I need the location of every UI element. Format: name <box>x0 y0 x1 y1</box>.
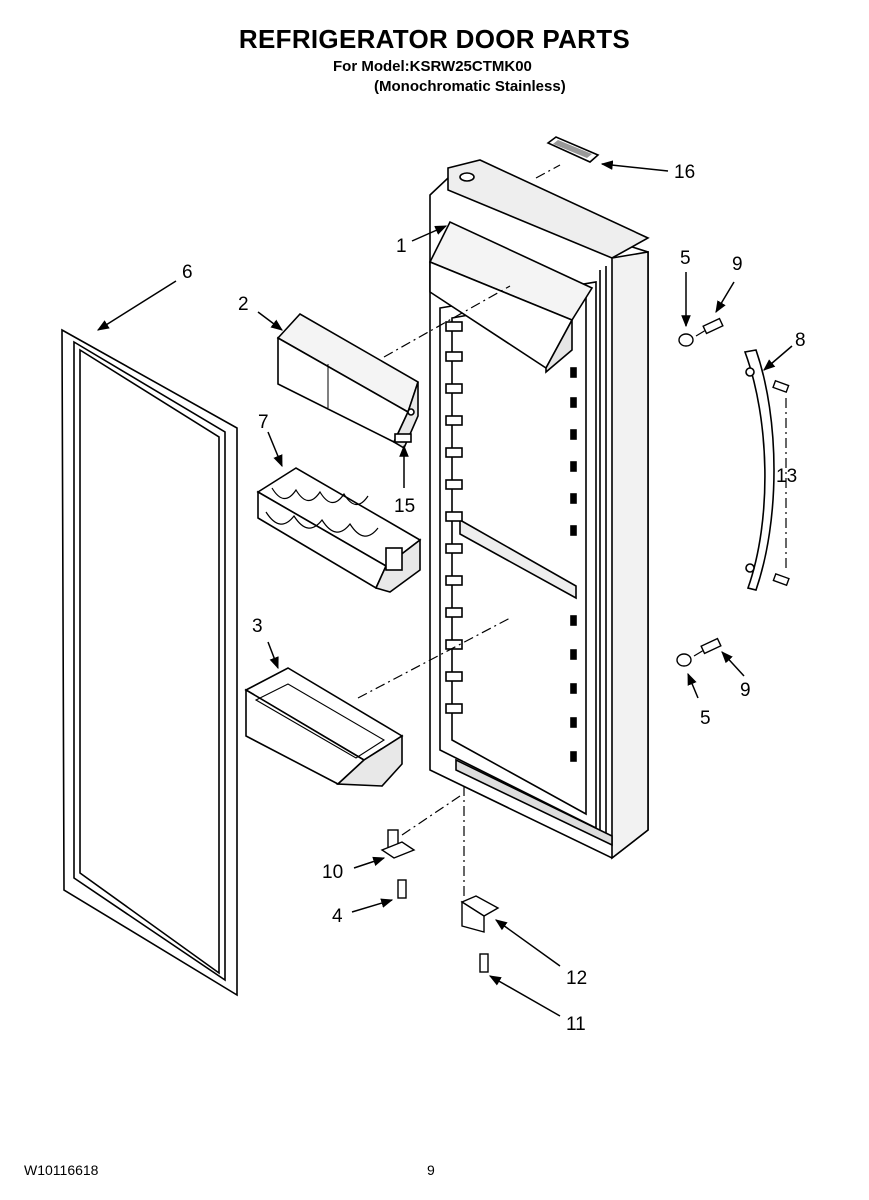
callout-5-top: 5 <box>680 248 691 269</box>
door-handle <box>743 349 775 591</box>
callout-3: 3 <box>252 616 263 637</box>
callout-13: 13 <box>776 466 797 487</box>
hinge-pin <box>380 829 416 899</box>
finish-line: (Monochromatic Stainless) <box>374 78 566 95</box>
callout-8: 8 <box>795 330 806 351</box>
callout-10: 10 <box>322 862 343 883</box>
door-liner <box>428 159 650 860</box>
door-gasket <box>61 328 238 997</box>
handle-mount-hardware <box>676 317 724 667</box>
callout-9-top: 9 <box>732 254 743 275</box>
dairy-door <box>276 312 419 450</box>
callout-15: 15 <box>394 496 415 517</box>
assembly-lines <box>357 164 787 900</box>
leader-arrows <box>96 160 793 1017</box>
page-title: REFRIGERATOR DOOR PARTS <box>238 24 631 54</box>
model-line: For Model:KSRW25CTMK00 <box>333 58 532 75</box>
document-number: W10116618 <box>24 1162 99 1178</box>
page-number: 9 <box>427 1162 435 1178</box>
callout-6: 6 <box>182 262 193 283</box>
callout-12: 12 <box>566 968 587 989</box>
callout-1: 1 <box>396 236 407 257</box>
door-label <box>546 136 600 163</box>
callout-9-bottom: 9 <box>740 680 751 701</box>
callout-4: 4 <box>332 906 343 927</box>
callout-11: 11 <box>566 1014 586 1035</box>
bottom-hinge <box>460 895 500 973</box>
callout-7: 7 <box>258 412 269 433</box>
door-bin-small <box>256 467 422 593</box>
callout-16: 16 <box>674 162 695 183</box>
handle-screws <box>772 379 790 587</box>
door-bin-large <box>244 667 404 787</box>
callout-5-bottom: 5 <box>700 708 711 729</box>
callout-labels: 16 1 6 2 7 15 3 5 9 8 13 9 5 10 4 12 11 <box>182 162 806 1035</box>
callout-2: 2 <box>238 294 249 315</box>
